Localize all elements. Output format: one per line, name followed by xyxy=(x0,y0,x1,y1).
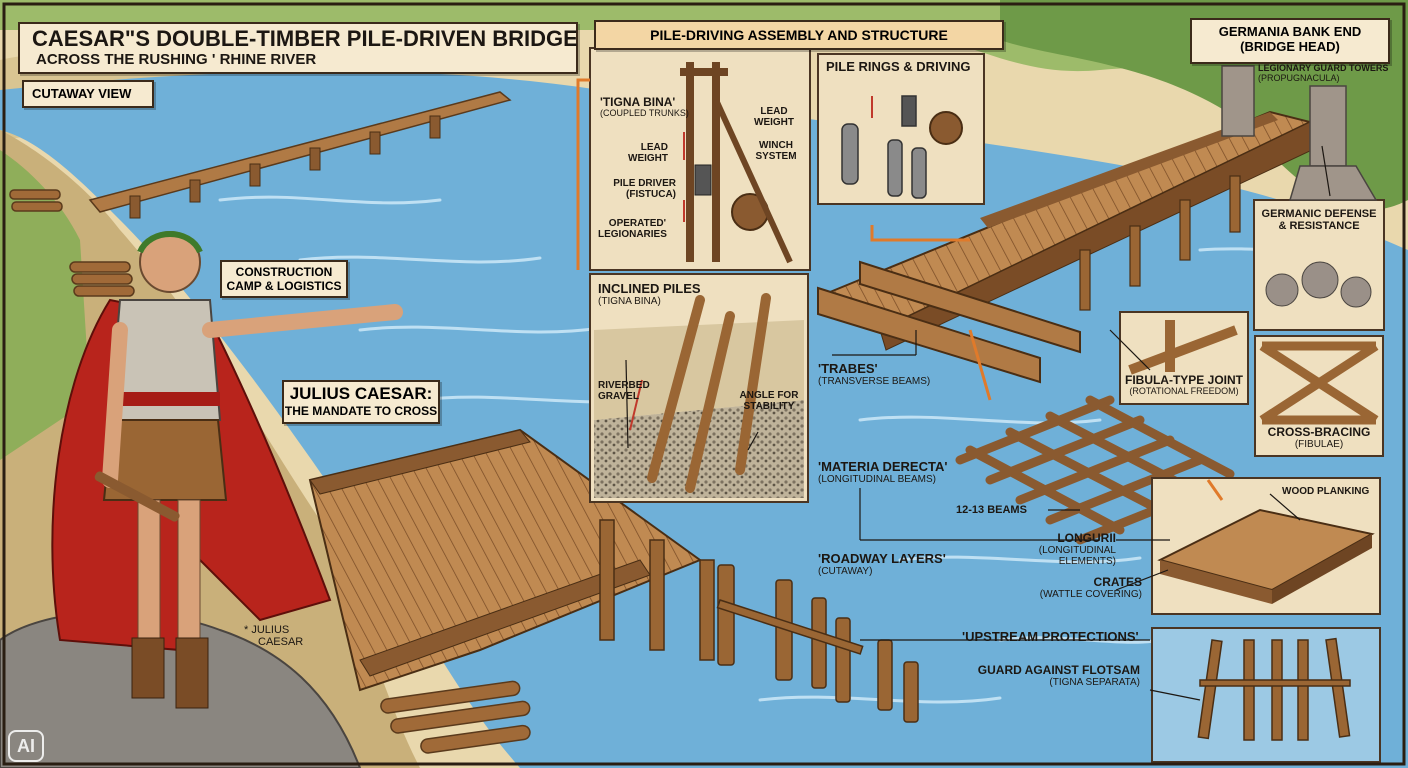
caesar-caption: * JULIUS CAESAR xyxy=(244,624,304,649)
roadway-layers-label: 'ROADWAY LAYERS' (CUTAWAY) xyxy=(818,551,946,578)
germanic-defense-label: GERMANIC DEFENSE & RESISTANCE xyxy=(1261,208,1377,233)
title-line-1: CAESAR"S DOUBLE-TIMBER PILE-DRIVEN BRIDG… xyxy=(32,26,578,51)
wood-planking-label: WOOD PLANKING xyxy=(1282,486,1370,497)
background-bridge xyxy=(88,91,512,219)
inclined-pile-stakes xyxy=(647,293,771,493)
operated-label: OPERATED' LEGIONARIES xyxy=(598,218,667,240)
angle-label: ANGLE FOR STABILITY xyxy=(739,390,799,412)
red-indicator-arrows xyxy=(629,96,873,431)
caesar-title: JULIUS CAESAR: xyxy=(289,384,433,403)
lead-weight-left-label: LEAD WEIGHT xyxy=(628,142,668,164)
caesar-subtitle: THE MANDATE TO CROSS xyxy=(284,404,438,418)
towers-label: LEGIONARY GUARD TOWERS (PROPUGNACULA) xyxy=(1258,63,1389,83)
cutaway-label: CUTAWAY VIEW xyxy=(32,86,132,101)
germania-title-1: GERMANIA BANK END xyxy=(1218,24,1362,39)
longurii-label: LONGURII (LONGITUDINAL ELEMENTS) xyxy=(1038,531,1116,568)
riverbed-label: RIVERBED GRAVEL xyxy=(598,380,650,402)
foreground-log-pile xyxy=(380,680,531,754)
beams-count-label: 12-13 BEAMS xyxy=(956,504,1027,516)
trabes-label: 'TRABES' (TRANSVERSE BEAMS) xyxy=(818,361,931,388)
cross-bracing-label: CROSS-BRACING (FIBULAE) xyxy=(1267,425,1371,451)
inclined-piles-label: INCLINED PILES (TIGNA BINA) xyxy=(598,281,701,308)
crates-label: CRATES (WATTLE COVERING) xyxy=(1039,575,1142,601)
tigna-bina-label: 'TIGNA BINA' (COUPLED TRUNKS) xyxy=(600,95,689,119)
camp-logs xyxy=(9,189,135,297)
germania-header: GERMANIA BANK END (BRIDGE HEAD) xyxy=(1190,18,1390,64)
cutaway-badge: CUTAWAY VIEW xyxy=(22,80,154,108)
main-bridge-span xyxy=(828,110,1313,351)
winch-label: WINCH SYSTEM xyxy=(755,140,797,162)
tigna-bina-panel-frame xyxy=(589,47,811,271)
caesar-callout: JULIUS CAESAR: THE MANDATE TO CROSS xyxy=(282,380,440,424)
fibula-joint-label: FIBULA-TYPE JOINT (ROTATIONAL FREEDOM) xyxy=(1124,373,1243,397)
leader-lines xyxy=(625,145,1331,701)
orange-callout-arrows xyxy=(576,78,1224,501)
construction-callout: CONSTRUCTION CAMP & LOGISTICS xyxy=(220,260,348,298)
materia-derecta-label: 'MATERIA DERECTA' (LONGITUDINAL BEAMS) xyxy=(818,459,948,486)
julius-caesar-figure xyxy=(51,231,403,709)
river-piles xyxy=(716,564,919,723)
upstream-protections-frame xyxy=(1151,627,1381,763)
pile-driver-frame xyxy=(680,62,728,262)
flotsam-label: GUARD AGAINST FLOTSAM (TIGNA SEPARATA) xyxy=(977,663,1140,689)
upstream-protections-label: 'UPSTREAM PROTECTIONS' xyxy=(962,629,1139,644)
trabes-beams xyxy=(817,260,1081,384)
pile-driver-label: PILE DRIVER (FISTUCA) xyxy=(613,178,676,200)
pile-rings-title: PILE RINGS & DRIVING xyxy=(826,59,971,74)
pile-section-title: PILE-DRIVING ASSEMBLY AND STRUCTURE xyxy=(650,27,948,43)
germania-title-2: (BRIDGE HEAD) xyxy=(1240,39,1340,54)
lead-weight-right-label: LEAD WEIGHT xyxy=(754,106,794,128)
guard-towers xyxy=(1221,65,1378,201)
fibula-joint-frame xyxy=(1119,311,1249,405)
lead-weight-block xyxy=(694,164,712,196)
ai-watermark: AI xyxy=(8,730,44,762)
pile-section-header: PILE-DRIVING ASSEMBLY AND STRUCTURE xyxy=(594,20,1004,50)
title-line-2: ACROSS THE RUSHING ' RHINE RIVER xyxy=(36,51,317,68)
title-box: CAESAR"S DOUBLE-TIMBER PILE-DRIVEN BRIDG… xyxy=(18,22,578,74)
